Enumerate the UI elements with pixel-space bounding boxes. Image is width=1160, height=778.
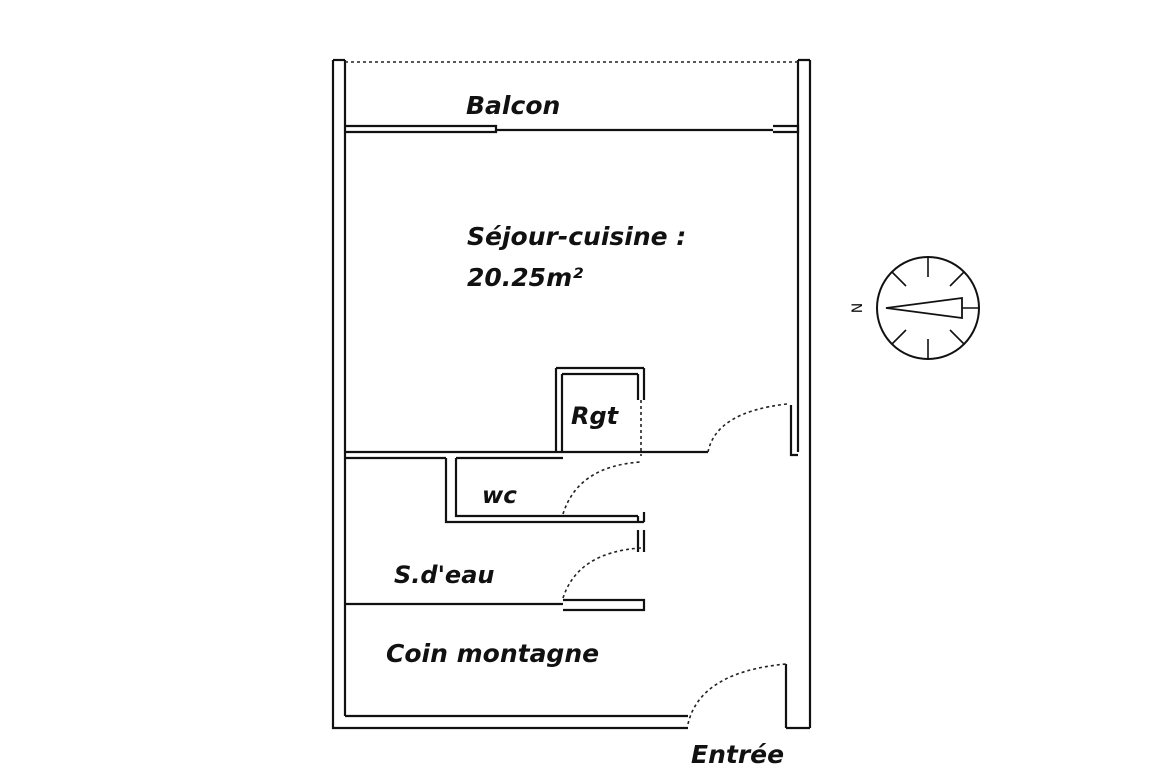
room-label-coin-montagne: Coin montagne [386, 639, 599, 668]
balcony-edge [345, 61, 800, 134]
room-label-sejour: Séjour-cuisine : [467, 222, 686, 251]
room-label-wc: wc [482, 483, 517, 509]
room-label-entree: Entrée [691, 740, 784, 769]
compass: N [850, 256, 980, 360]
room-label-rgt: Rgt [571, 402, 620, 430]
compass-north-label: N [850, 303, 866, 313]
compass-needle [885, 296, 963, 320]
room-label-sdeau: S.d'eau [394, 561, 495, 589]
outer-walls [331, 58, 812, 730]
door-swings [562, 403, 788, 725]
room-label-balcon: Balcon [466, 91, 560, 120]
room-area-sejour: 20.25m² [467, 263, 583, 292]
